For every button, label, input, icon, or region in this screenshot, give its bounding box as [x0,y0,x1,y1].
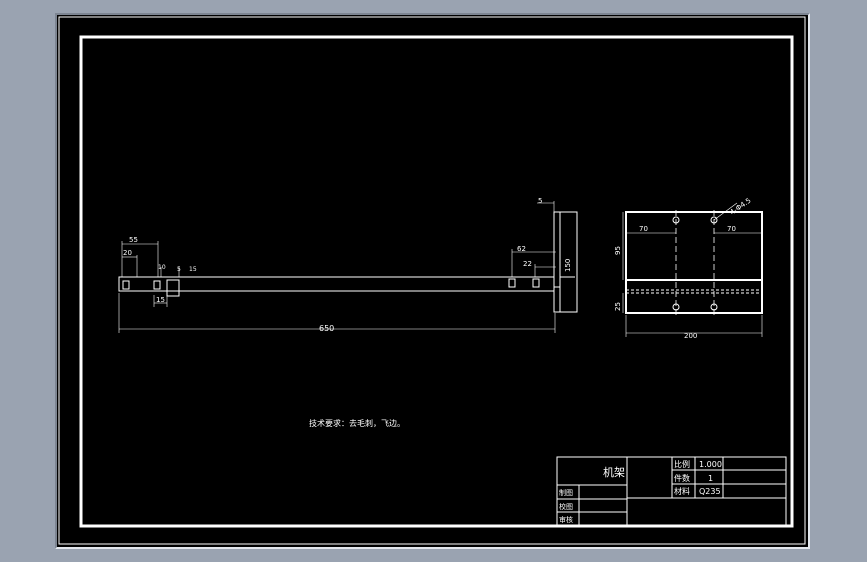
dim-15-vertical: 15 [189,266,197,273]
front-view-dimensions [118,201,578,333]
right-slot-1 [508,278,516,288]
title-block-text: 机架 比例 1.000 件数 1 材料 Q235 制图 校图 审核 [559,459,722,524]
dim-20: 20 [123,249,132,257]
right-slot-2 [532,278,540,288]
hole-top-right [710,216,718,224]
checked-by-label: 校图 [559,502,573,511]
bar-top-edge [119,276,575,288]
sheet-outer-border [58,16,806,545]
side-view-dimension-text: 4-Φ4.5 70 70 95 25 200 [614,197,752,340]
dim-25: 25 [614,302,622,311]
dim-10: 10 [158,264,166,271]
left-end-cap [166,279,180,297]
scale-value: 1.000 [699,460,722,469]
plate-outline [625,211,763,314]
dim-22: 22 [523,260,532,268]
qty-label: 件数 [674,473,690,483]
cad-viewport[interactable]: 55 20 10 5 15 15 650 62 22 5 150 4-Φ4.5 [55,13,810,549]
front-view-dimension-text: 55 20 10 5 15 15 650 62 22 5 150 [123,197,572,333]
dim-62: 62 [517,245,526,253]
dim-150: 150 [564,259,572,272]
bar-outline [118,276,555,292]
drawing-canvas: 55 20 10 5 15 15 650 62 22 5 150 4-Φ4.5 [58,16,806,545]
vertical-plate-front [553,211,561,313]
left-slot-2 [153,280,161,290]
dim-5-right: 5 [538,197,542,205]
dim-70-left: 70 [639,225,648,233]
approved-by-label: 审核 [559,515,573,524]
dim-55: 55 [129,236,138,244]
hole-callout: 4-Φ4.5 [729,197,753,217]
technical-requirements-note: 技术要求：去毛刺，飞边。 [309,418,405,428]
dim-200: 200 [684,332,697,340]
hole-bottom-left [672,303,680,311]
sheet-inner-border [79,35,794,528]
dim-95: 95 [614,246,622,255]
drawn-by-label: 制图 [559,488,573,497]
dim-15-bottom: 15 [156,296,165,304]
left-slot-1 [122,280,130,290]
bar-body [119,277,554,292]
side-view-dimensions [622,202,763,337]
material-value: Q235 [699,487,721,496]
dim-5-left: 5 [177,266,181,273]
title-block [556,456,787,527]
hole-top-left [672,216,680,224]
material-label: 材料 [674,486,690,496]
part-name: 机架 [603,465,625,479]
qty-value: 1 [708,474,713,483]
side-view [625,210,763,315]
front-view [118,211,578,313]
scale-label: 比例 [674,459,690,469]
dim-70-right: 70 [727,225,736,233]
hole-bottom-right [710,303,718,311]
dim-650: 650 [319,324,334,333]
